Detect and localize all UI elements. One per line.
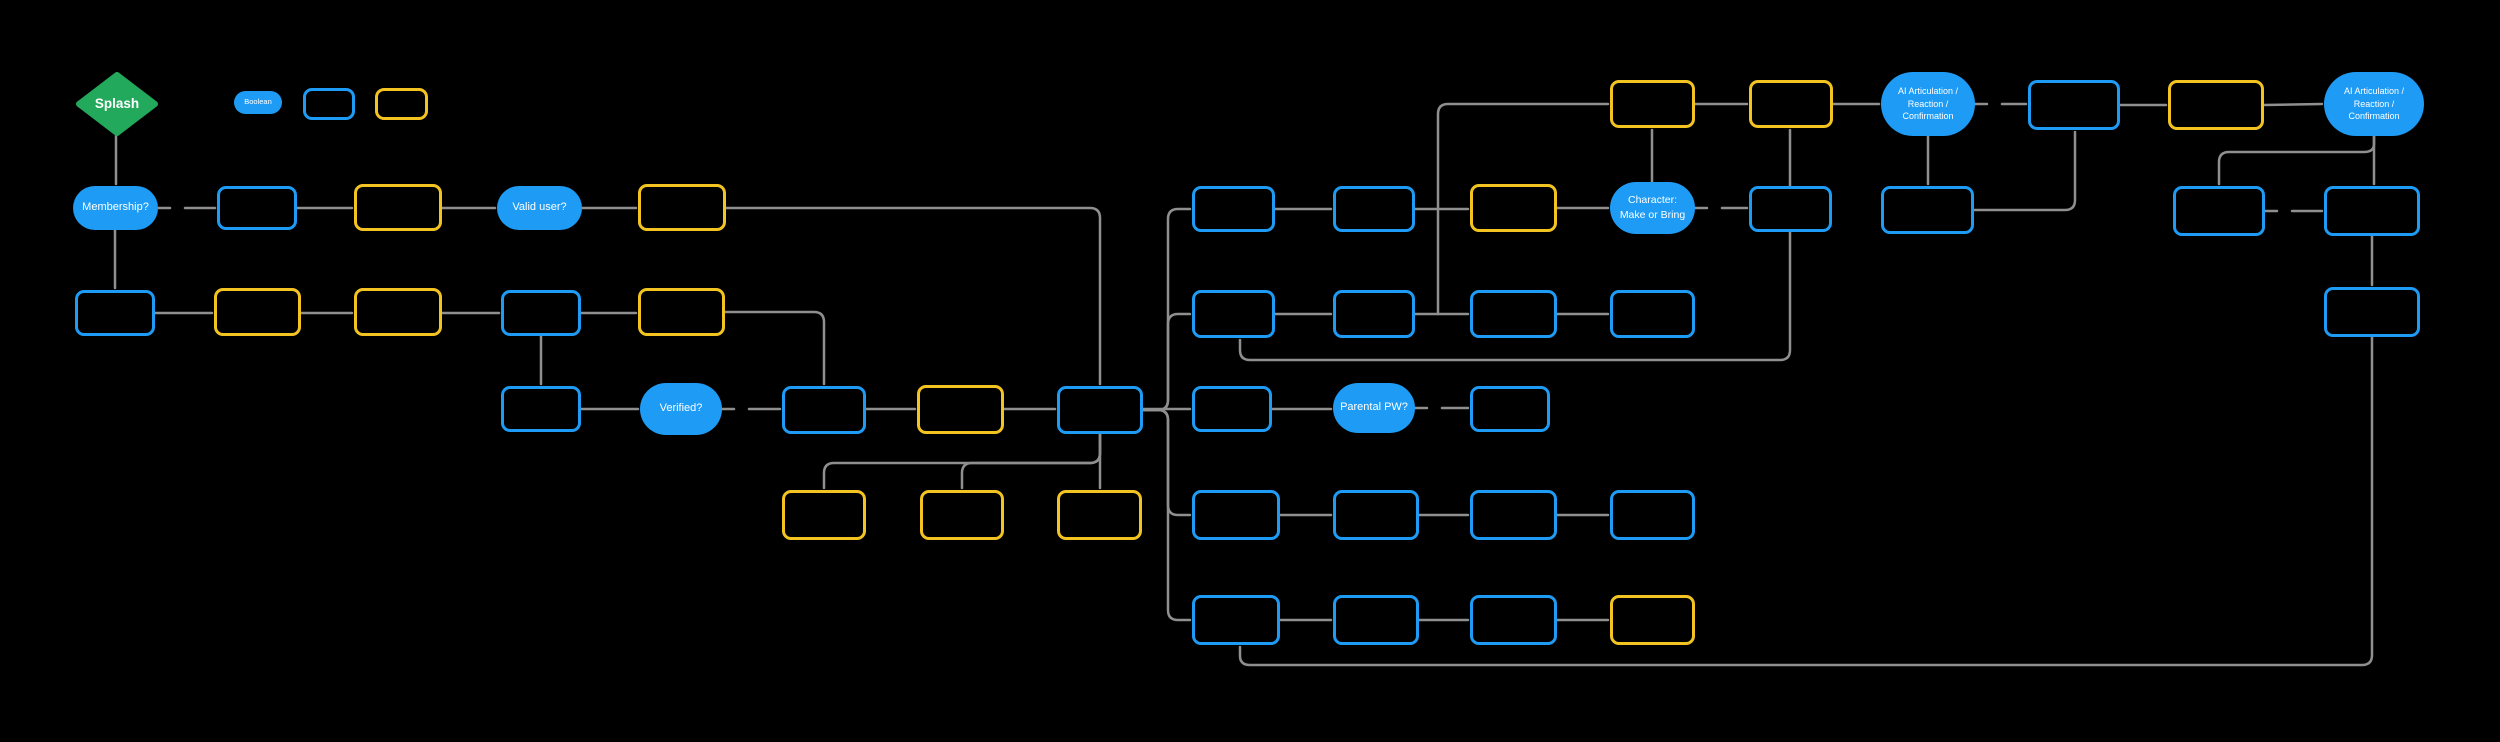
flow-connector [2217,134,2376,186]
ai-articulation-node-1[interactable]: AI Articulation /Reaction /Confirmation [1881,72,1975,136]
ai-articulation-node-2[interactable]: AI Articulation /Reaction /Confirmation [2324,72,2424,136]
blue-step-box[interactable] [75,290,155,336]
flow-connector [1238,230,1792,362]
legend-yellow-box[interactable] [375,88,428,120]
blue-step-box[interactable] [1610,290,1695,338]
blue-step-box[interactable] [1610,490,1695,540]
flow-connector [1141,408,1192,517]
blue-step-box[interactable] [1749,186,1832,232]
blue-step-box[interactable] [217,186,297,230]
blue-step-box[interactable] [1192,490,1280,540]
node-label: Character:Make or Bring [1619,194,1686,221]
node-label: Verified? [659,402,703,415]
blue-step-box[interactable] [2324,287,2420,337]
yellow-step-box[interactable] [214,288,301,336]
blue-step-box[interactable] [2324,186,2420,236]
blue-step-box[interactable] [1470,290,1557,338]
blue-step-box[interactable] [1881,186,1974,234]
flow-connector [1141,408,1192,622]
flow-connector [1972,130,2077,212]
splash-node[interactable]: Splash [76,72,158,136]
blue-step-box[interactable] [1192,186,1275,232]
yellow-step-box[interactable] [2168,80,2264,130]
blue-step-box[interactable] [1192,386,1272,432]
valid-user-decision-node[interactable]: Valid user? [497,186,582,230]
blue-step-box[interactable] [1333,490,1419,540]
diamond-shape [76,72,158,136]
yellow-step-box[interactable] [920,490,1004,540]
blue-step-box[interactable] [501,290,581,336]
yellow-step-box[interactable] [917,385,1004,434]
blue-step-box[interactable] [1333,595,1419,645]
yellow-step-box[interactable] [782,490,866,540]
character-make-or-bring-node[interactable]: Character:Make or Bring [1610,182,1695,234]
yellow-step-box[interactable] [1749,80,1833,128]
node-label: Valid user? [512,201,567,214]
node-label: AI Articulation /Reaction /Confirmation [1897,86,1959,122]
flow-connector [1238,335,2374,667]
flow-connector [960,432,1102,490]
blue-step-box[interactable] [501,386,581,432]
blue-step-box[interactable] [1192,290,1275,338]
node-label: Boolean [244,97,272,107]
blue-step-box[interactable] [782,386,866,434]
legend-boolean-pill[interactable]: Boolean [234,91,282,114]
flow-connector [723,310,826,386]
parental-password-decision-node[interactable]: Parental PW? [1333,383,1415,433]
flow-connector [724,206,1102,386]
node-label: Membership? [82,201,149,214]
flow-connector [1141,312,1192,412]
flow-connector [1141,207,1192,412]
membership-decision-node[interactable]: Membership? [73,186,158,230]
yellow-step-box[interactable] [1057,490,1142,540]
yellow-step-box[interactable] [354,184,442,231]
node-label: Parental PW? [1340,401,1408,414]
blue-step-box[interactable] [1057,386,1143,434]
blue-step-box[interactable] [1333,186,1415,232]
blue-step-box[interactable] [2028,80,2120,130]
flow-connector [1436,102,1610,316]
blue-step-box[interactable] [2173,186,2265,236]
yellow-step-box[interactable] [1610,595,1695,645]
flow-connector [2262,102,2324,107]
yellow-step-box[interactable] [638,184,726,231]
blue-step-box[interactable] [1470,490,1557,540]
blue-step-box[interactable] [1470,386,1550,432]
legend-blue-box[interactable] [303,88,355,120]
blue-step-box[interactable] [1333,290,1415,338]
yellow-step-box[interactable] [1470,184,1557,232]
blue-step-box[interactable] [1470,595,1557,645]
node-label: AI Articulation /Reaction /Confirmation [2343,86,2405,122]
yellow-step-box[interactable] [1610,80,1695,128]
verified-decision-node[interactable]: Verified? [640,383,722,435]
blue-step-box[interactable] [1192,595,1280,645]
yellow-step-box[interactable] [638,288,725,336]
yellow-step-box[interactable] [354,288,442,336]
